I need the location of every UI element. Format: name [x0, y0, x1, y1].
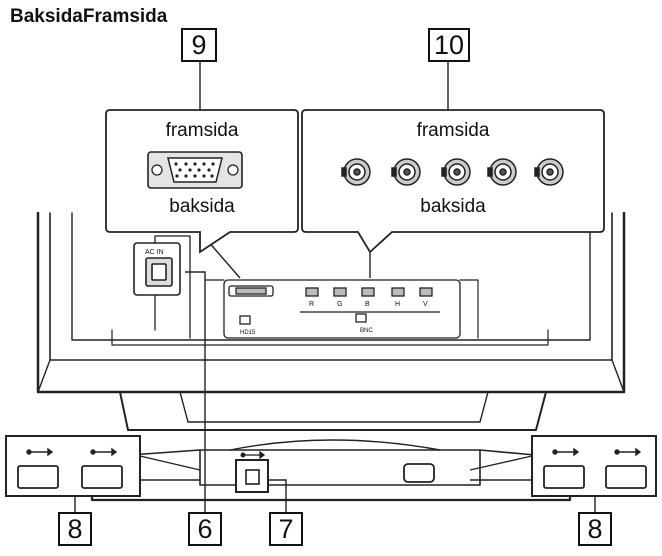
usb-icon [552, 447, 580, 457]
bnc-h-label: H [395, 301, 400, 308]
bnc-v-label: V [423, 301, 428, 308]
bnc-group-label: BNC [360, 328, 373, 334]
callout-9-front-label: framsida [165, 120, 239, 141]
callout-9-back-label: baksida [169, 196, 235, 217]
vga-connector-icon [147, 151, 243, 189]
number-box-10: 10 [428, 28, 470, 62]
callout-10-back-label: baksida [420, 196, 486, 217]
callout-10-bubble [301, 109, 605, 254]
usb-icon [614, 447, 642, 457]
number-box-9: 9 [181, 28, 217, 62]
hd15-label: HD15 [240, 330, 256, 336]
bnc-connector-icon [391, 158, 421, 186]
diagram-title: BaksidaFramsida [10, 6, 168, 27]
number-box-6: 6 [188, 512, 222, 546]
ac-in-label: AC IN [145, 249, 164, 256]
bnc-connectors [341, 158, 564, 186]
usb-upstream-port [235, 450, 435, 493]
usb-group-right [469, 435, 657, 497]
number-box-8-right: 8 [578, 512, 612, 546]
bnc-b-label: B [365, 301, 370, 308]
bnc-connector-icon [534, 158, 564, 186]
number-box-7: 7 [269, 512, 303, 546]
number-box-8-left: 8 [58, 512, 92, 546]
usb-icon [26, 447, 54, 457]
bnc-r-label: R [309, 301, 314, 308]
usb-icon [90, 447, 118, 457]
usb-group-left [5, 435, 201, 497]
bnc-connector-icon [487, 158, 517, 186]
bnc-connector-icon [341, 158, 371, 186]
callout-10-front-label: framsida [416, 120, 490, 141]
usb-icon [240, 450, 266, 460]
callout-9-bubble [105, 109, 299, 254]
bnc-g-label: G [337, 301, 342, 308]
bnc-connector-icon [441, 158, 471, 186]
